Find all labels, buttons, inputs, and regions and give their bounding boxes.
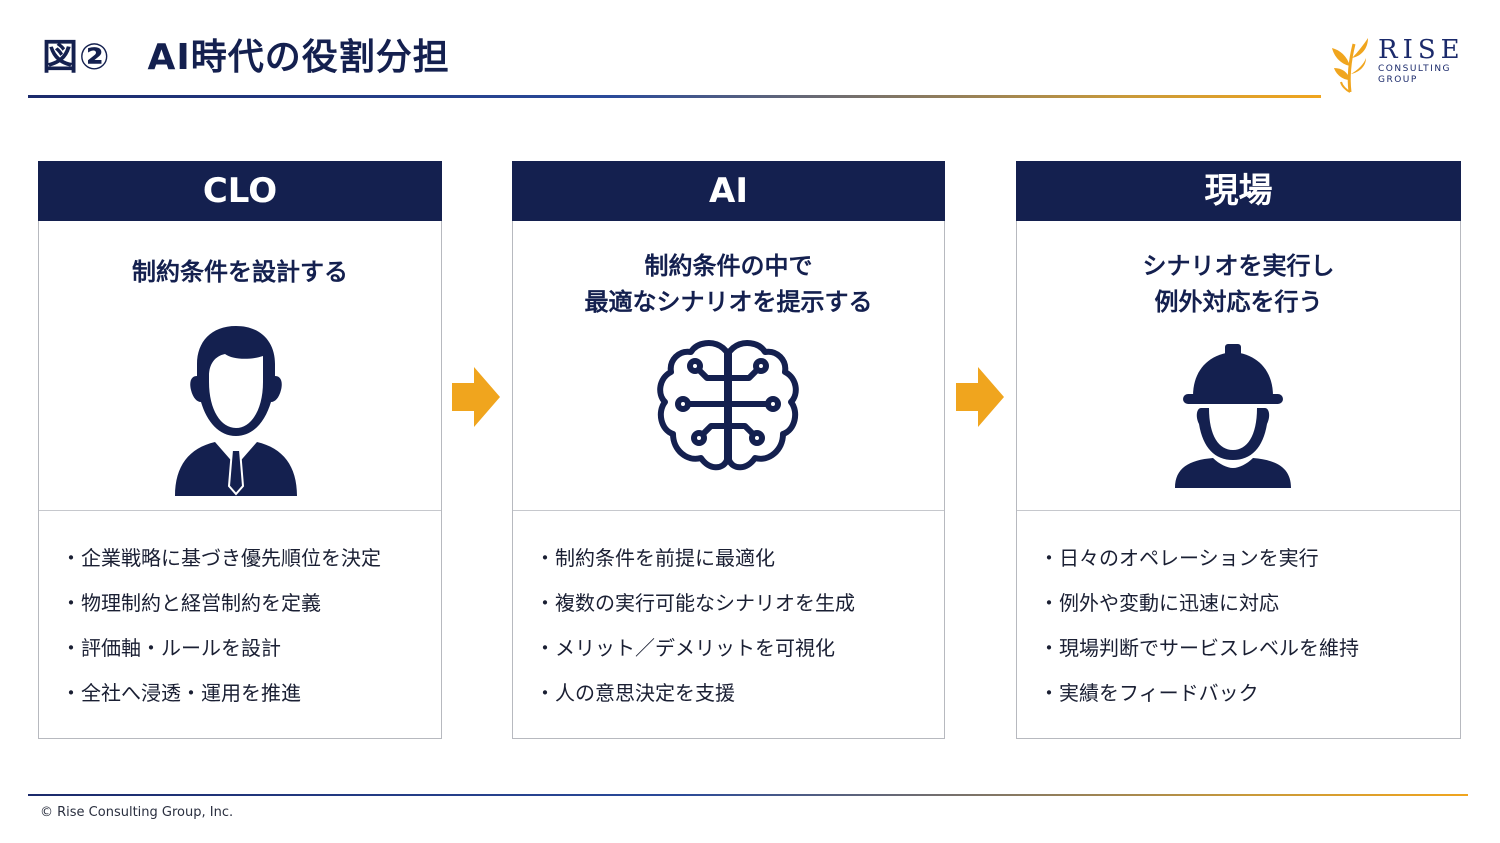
wheat-logo-icon [1332, 38, 1368, 93]
list-item: 全社へ浸透・運用を推進 [61, 671, 381, 716]
list-item: メリット／デメリットを可視化 [535, 626, 855, 671]
card-subtitle: シナリオを実行し 例外対応を行う [1142, 252, 1335, 316]
arrow-right-icon [956, 367, 1004, 427]
card-title: AI [512, 161, 945, 221]
card-clo: CLO 制約条件を設計する 企業戦略に基づき優先順位を決定 物理制約と経営制約を… [38, 161, 442, 739]
card-item-list: 日々のオペレーションを実行 例外や変動に迅速に対応 現場判断でサービスレベルを維… [1039, 536, 1359, 716]
logo-name: RISE [1378, 35, 1465, 65]
card-subtitle: 制約条件を設計する [132, 258, 348, 286]
card-title: 現場 [1016, 161, 1461, 221]
page-title: 図② AI時代の役割分担 [42, 37, 450, 78]
list-item: 評価軸・ルールを設計 [61, 626, 381, 671]
list-item: 現場判断でサービスレベルを維持 [1039, 626, 1359, 671]
card-ai: AI 制約条件の中で 最適なシナリオを提示する 制約条件を前提に最適化 複数の実… [512, 161, 945, 739]
card-item-list: 企業戦略に基づき優先順位を決定 物理制約と経営制約を定義 評価軸・ルールを設計 … [61, 536, 381, 716]
card-divider [513, 510, 944, 511]
copyright-text: © Rise Consulting Group, Inc. [40, 805, 234, 820]
list-item: 複数の実行可能なシナリオを生成 [535, 581, 855, 626]
ai-brain-icon [657, 340, 799, 471]
list-item: 例外や変動に迅速に対応 [1039, 581, 1359, 626]
logo-sub1: CONSULTING [1378, 64, 1452, 74]
header-divider [28, 95, 1321, 98]
card-divider [39, 510, 441, 511]
list-item: 日々のオペレーションを実行 [1039, 536, 1359, 581]
card-title: CLO [38, 161, 442, 221]
card-divider [1017, 510, 1460, 511]
footer-divider [28, 794, 1468, 796]
company-logo: RISE CONSULTING GROUP [1328, 36, 1468, 96]
arrow-right-icon [452, 367, 500, 427]
list-item: 物理制約と経営制約を定義 [61, 581, 381, 626]
list-item: 実績をフィードバック [1039, 671, 1359, 716]
card-genba: 現場 シナリオを実行し 例外対応を行う 日々のオペレーションを実行 例外や変動に… [1016, 161, 1461, 739]
list-item: 企業戦略に基づき優先順位を決定 [61, 536, 381, 581]
list-item: 制約条件を前提に最適化 [535, 536, 855, 581]
card-subtitle: 制約条件の中で 最適なシナリオを提示する [584, 252, 873, 316]
card-item-list: 制約条件を前提に最適化 複数の実行可能なシナリオを生成 メリット／デメリットを可… [535, 536, 855, 716]
businessman-icon [175, 326, 297, 496]
worker-helmet-icon [1175, 344, 1291, 488]
list-item: 人の意思決定を支援 [535, 671, 855, 716]
logo-sub2: GROUP [1378, 75, 1418, 85]
